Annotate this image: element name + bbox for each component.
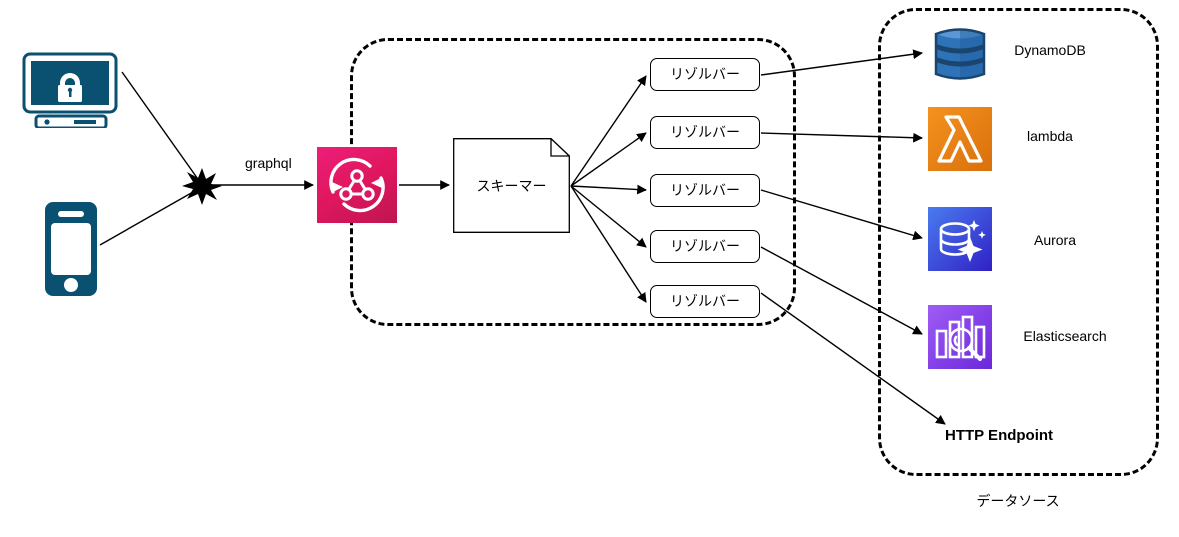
datasource-boundary-group bbox=[878, 8, 1159, 476]
monitor-lock-icon bbox=[22, 52, 118, 130]
schema-label: スキーマー bbox=[476, 177, 547, 194]
elasticsearch-node[interactable] bbox=[928, 305, 992, 369]
dynamodb-node[interactable] bbox=[928, 24, 992, 88]
resolver-box-2[interactable]: リゾルバー bbox=[650, 116, 760, 149]
resolver-box-4[interactable]: リゾルバー bbox=[650, 230, 760, 263]
document-shape-icon bbox=[453, 137, 571, 233]
smartphone-icon bbox=[45, 202, 97, 296]
lambda-label: lambda bbox=[1027, 128, 1073, 144]
graphql-schema-node[interactable]: スキーマー bbox=[453, 137, 571, 233]
resolver-box-5[interactable]: リゾルバー bbox=[650, 285, 760, 318]
lambda-node[interactable] bbox=[928, 107, 992, 171]
edge-label-graphql: graphql bbox=[245, 155, 292, 171]
resolver-label: リゾルバー bbox=[670, 182, 740, 198]
dynamodb-icon bbox=[934, 28, 986, 80]
resolver-box-1[interactable]: リゾルバー bbox=[650, 58, 760, 91]
edge-mobile-to-junction bbox=[99, 187, 201, 246]
secure-desktop-client[interactable] bbox=[22, 52, 120, 133]
aurora-label: Aurora bbox=[1033, 232, 1077, 248]
resolver-label: リゾルバー bbox=[670, 293, 740, 309]
resolver-label: リゾルバー bbox=[670, 124, 740, 140]
dynamodb-label: DynamoDB bbox=[1014, 42, 1086, 58]
resolver-label: リゾルバー bbox=[670, 66, 740, 82]
http-endpoint-label: HTTP Endpoint bbox=[945, 427, 1054, 444]
resolver-box-3[interactable]: リゾルバー bbox=[650, 174, 760, 207]
lambda-icon bbox=[928, 107, 992, 171]
aws-appsync-node[interactable] bbox=[317, 147, 397, 223]
elasticsearch-label: Elasticsearch bbox=[1023, 328, 1107, 344]
edge-desktop-to-junction bbox=[121, 71, 201, 183]
resolver-label: リゾルバー bbox=[670, 238, 740, 254]
aurora-icon bbox=[928, 207, 992, 271]
aurora-node[interactable] bbox=[928, 207, 992, 271]
elasticsearch-icon bbox=[928, 305, 992, 369]
star-junction-shape bbox=[182, 168, 222, 205]
mobile-client[interactable] bbox=[43, 200, 99, 303]
appsync-icon bbox=[329, 157, 385, 213]
datasource-group-caption: データソース bbox=[976, 493, 1060, 509]
